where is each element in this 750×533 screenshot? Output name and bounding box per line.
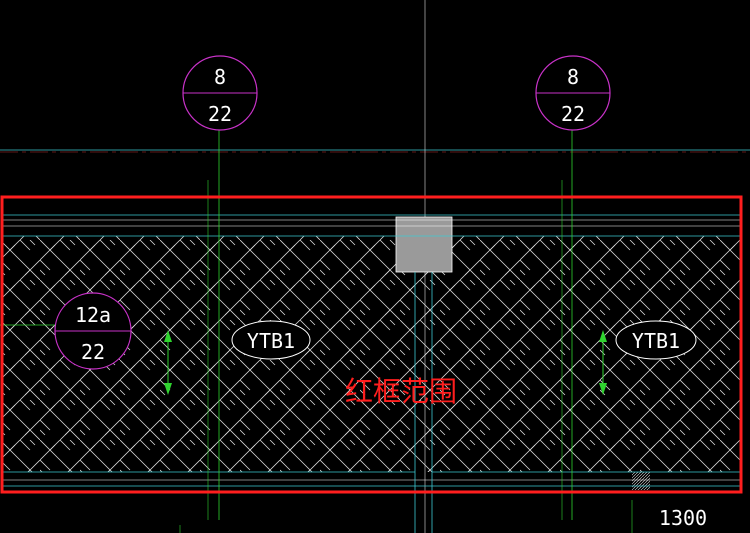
span-arrow-left [164, 330, 172, 395]
panel-label-2-text: YTB1 [632, 329, 680, 353]
panel-label-1-text: YTB1 [247, 329, 295, 353]
dimension-text: 1300 [659, 506, 707, 530]
axis-lines [0, 128, 633, 533]
axis-bubble-3[interactable]: 12a 22 [54, 292, 132, 370]
axis-bubble-3-top: 12a [75, 303, 111, 327]
axis-bubble-2-top: 8 [567, 65, 579, 89]
panel-label-2[interactable]: YTB1 [615, 320, 697, 360]
axis-bubble-2[interactable]: 8 22 [535, 55, 611, 131]
highlight-frame [0, 195, 743, 494]
axis-bubble-2-bottom: 22 [561, 102, 585, 126]
hatched-slab [2, 216, 740, 490]
axis-bubble-3-bottom: 22 [81, 340, 105, 364]
span-arrow-right [599, 330, 607, 395]
panel-label-1[interactable]: YTB1 [231, 320, 311, 360]
axis-bubble-1-top: 8 [214, 65, 226, 89]
hatched-column-marker [632, 472, 650, 490]
highlight-caption: 红框范围 [345, 375, 457, 408]
column-block [395, 216, 453, 273]
axis-bubble-1[interactable]: 8 22 [182, 55, 258, 131]
axis-bubble-1-bottom: 22 [208, 102, 232, 126]
